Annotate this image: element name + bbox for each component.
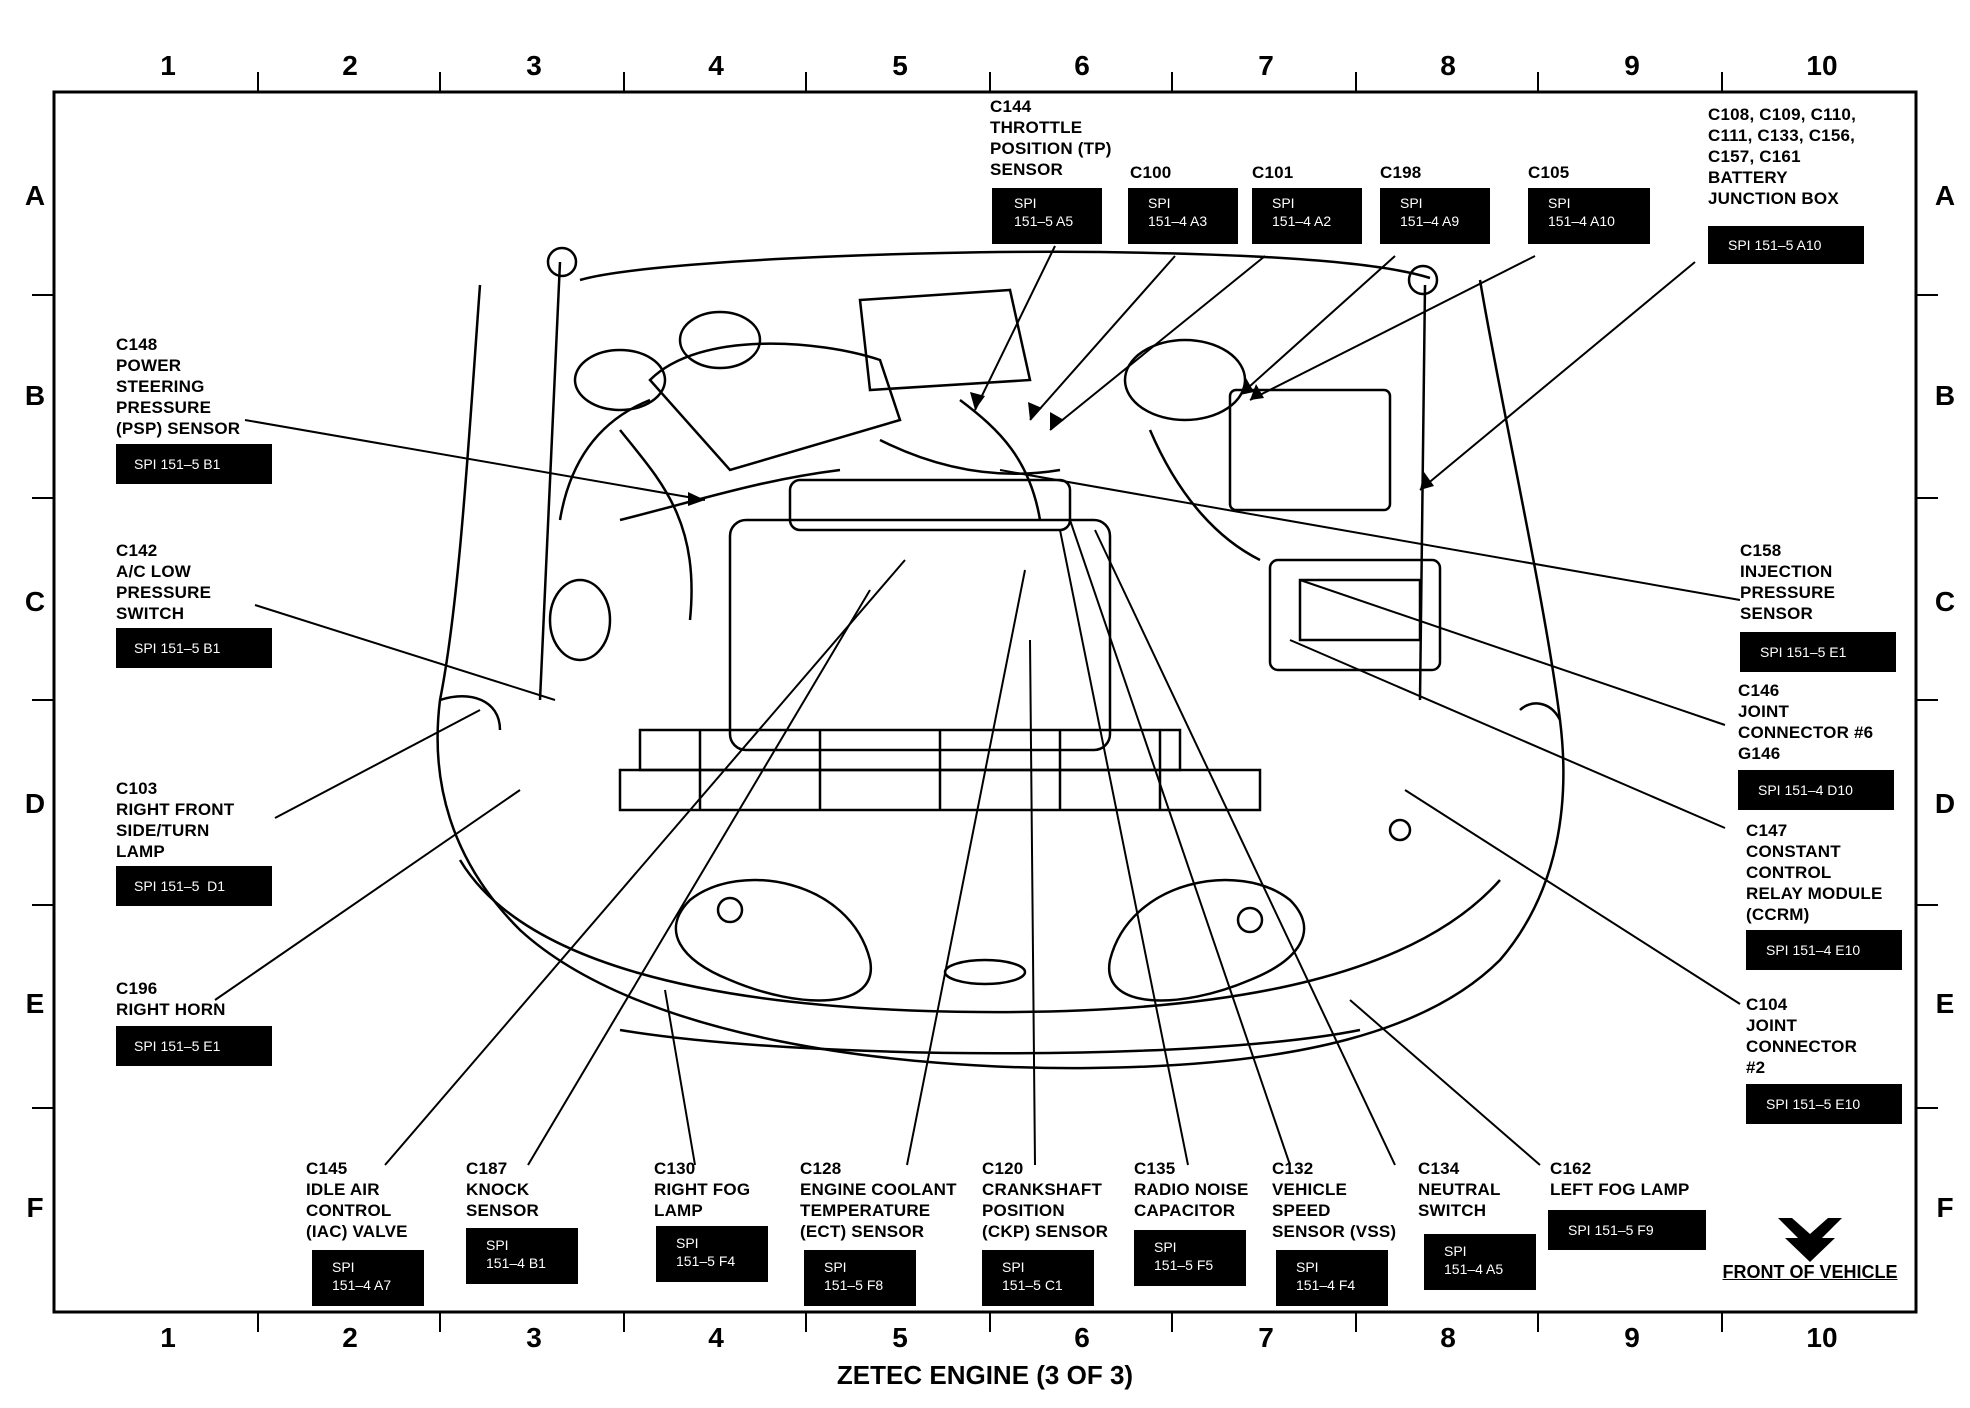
callout-c145-label: C145 IDLE AIR CONTROL (IAC) VALVE (306, 1159, 408, 1241)
row-label: F (1936, 1192, 1954, 1223)
callout-c148-ref: SPI 151–5 B1 (116, 444, 272, 484)
column-label: 8 (1440, 50, 1456, 81)
callout-c134-ref: SPI 151–4 A5 (1424, 1234, 1536, 1290)
callout-c135-ref: SPI 151–5 F5 (1134, 1230, 1246, 1286)
callout-c196-label: C196 RIGHT HORN (116, 979, 226, 1019)
callout-c144-label: C144 THROTTLE POSITION (TP) SENSOR (990, 97, 1112, 179)
column-label: 5 (892, 1322, 908, 1353)
grid-ticks (32, 72, 1938, 1332)
column-label: 9 (1624, 1322, 1640, 1353)
callout-c105-label: C105 (1528, 163, 1570, 182)
column-label: 7 (1258, 1322, 1274, 1353)
callout-c145-ref: SPI 151–4 A7 (312, 1250, 424, 1306)
callout-c142-ref: SPI 151–5 B1 (116, 628, 272, 668)
row-label: B (24, 380, 46, 411)
row-label: F (26, 1192, 44, 1223)
callout-c147-ref: SPI 151–4 E10 (1746, 930, 1902, 970)
callout-c162-label: C162 LEFT FOG LAMP (1550, 1159, 1690, 1199)
front-arrow-icon (1778, 1218, 1842, 1262)
callout-c101-ref: SPI 151–4 A2 (1252, 188, 1362, 244)
callout-c198-ref: SPI 151–4 A9 (1380, 188, 1490, 244)
front-of-vehicle-label: FRONT OF VEHICLE (1722, 1262, 1898, 1282)
callout-c130-label: C130 RIGHT FOG LAMP (654, 1159, 751, 1220)
row-label: A (24, 180, 46, 211)
column-label: 6 (1074, 50, 1090, 81)
column-label: 4 (708, 50, 724, 81)
row-label: E (1935, 988, 1955, 1019)
callout-c148-label: C148 POWER STEERING PRESSURE (PSP) SENSO… (116, 335, 241, 438)
callout-c196-ref: SPI 151–5 E1 (116, 1026, 272, 1066)
callout-battery-junction-ref: SPI 151–5 A10 (1708, 226, 1864, 264)
column-label: 2 (342, 1322, 358, 1353)
column-label: 9 (1624, 50, 1640, 81)
callout-c146-ref: SPI 151–4 D10 (1738, 770, 1894, 810)
callout-c134-label: C134 NEUTRAL SWITCH (1418, 1159, 1501, 1220)
row-label: C (24, 586, 46, 617)
callout-c103-ref: SPI 151–5 D1 (116, 866, 272, 906)
callout-c198-label: C198 (1380, 163, 1422, 182)
column-label: 6 (1074, 1322, 1090, 1353)
column-label: 5 (892, 50, 908, 81)
callout-c158-label: C158 INJECTION PRESSURE SENSOR (1740, 541, 1836, 623)
callout-c100-label: C100 (1130, 163, 1172, 182)
callout-c120-label: C120 CRANKSHAFT POSITION (CKP) SENSOR (982, 1159, 1109, 1241)
column-label: 3 (526, 50, 542, 81)
column-label: 4 (708, 1322, 724, 1353)
callout-c101-label: C101 (1252, 163, 1294, 182)
callout-c128-label: C128 ENGINE COOLANT TEMPERATURE (ECT) SE… (800, 1159, 957, 1241)
callout-c104-ref: SPI 151–5 E10 (1746, 1084, 1902, 1124)
callout-c144-ref: SPI 151–5 A5 (992, 188, 1102, 244)
row-label: B (1934, 380, 1956, 411)
column-label: 8 (1440, 1322, 1456, 1353)
row-label: C (1934, 586, 1956, 617)
callout-c147-label: C147 CONSTANT CONTROL RELAY MODULE (CCRM… (1746, 821, 1883, 924)
column-label: 1 (160, 50, 176, 81)
callout-c142-label: C142 A/C LOW PRESSURE SWITCH (116, 541, 212, 623)
column-label: 3 (526, 1322, 542, 1353)
callout-c130-ref: SPI 151–5 F4 (656, 1226, 768, 1282)
row-label: A (1934, 180, 1956, 211)
leader-arrowheads (688, 378, 1434, 506)
column-label: 7 (1258, 50, 1274, 81)
callout-c132-ref: SPI 151–4 F4 (1276, 1250, 1388, 1306)
callout-c146-label: C146 JOINT CONNECTOR #6 G146 (1738, 681, 1874, 763)
column-label: 10 (1806, 50, 1838, 81)
diagram-frame (52, 90, 1918, 1314)
column-label: 10 (1806, 1322, 1838, 1353)
callout-c128-ref: SPI 151–5 F8 (804, 1250, 916, 1306)
callout-c103-label: C103 RIGHT FRONT SIDE/TURN LAMP (116, 779, 235, 861)
callout-c158-ref: SPI 151–5 E1 (1740, 632, 1896, 672)
column-label: 2 (342, 50, 358, 81)
engine-artwork (436, 246, 1565, 1070)
callout-c162-ref: SPI 151–5 F9 (1548, 1210, 1706, 1250)
diagram-title: ZETEC ENGINE (3 OF 3) (836, 1360, 1134, 1390)
column-label: 1 (160, 1322, 176, 1353)
callout-c100-ref: SPI 151–4 A3 (1128, 188, 1238, 244)
row-label: D (24, 788, 46, 819)
leader-lines (214, 245, 1741, 1166)
callout-c105-ref: SPI 151–4 A10 (1528, 188, 1650, 244)
callout-c104-label: C104 JOINT CONNECTOR #2 (1746, 995, 1858, 1077)
row-label: E (25, 988, 45, 1019)
row-label: D (1934, 788, 1956, 819)
callout-c120-ref: SPI 151–5 C1 (982, 1250, 1094, 1306)
callout-c132-label: C132 VEHICLE SPEED SENSOR (VSS) (1272, 1159, 1397, 1241)
callout-c187-label: C187 KNOCK SENSOR (466, 1159, 539, 1220)
callout-battery-junction-label: C108, C109, C110, C111, C133, C156, C157… (1708, 105, 1856, 208)
callout-c187-ref: SPI 151–4 B1 (466, 1228, 578, 1284)
callout-c135-label: C135 RADIO NOISE CAPACITOR (1134, 1159, 1249, 1220)
